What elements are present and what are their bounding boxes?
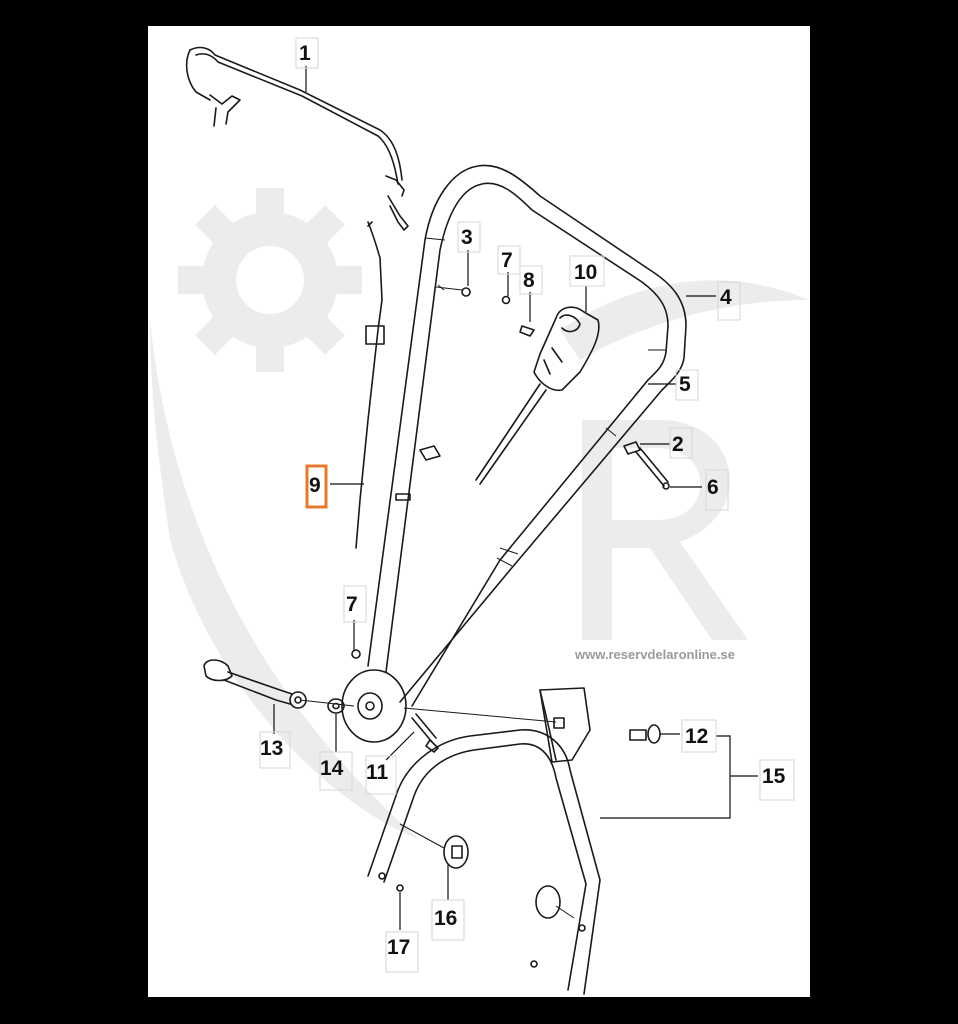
part-7-nut [501,295,511,305]
part-9-cable [355,221,385,549]
highlight-box-9 [305,464,328,509]
leader-lines [273,66,758,930]
watermark-logo: www.reservdelaronline.se [150,188,808,840]
part-7b-nut [351,649,361,659]
part-11-bolt [403,707,557,753]
label-17: 17 [387,936,410,959]
label-12: 12 [685,725,708,748]
part-1-cable [185,46,409,231]
label-9: 9 [309,474,321,497]
label-13: 13 [260,737,283,760]
label-11: 11 [366,761,389,784]
label-6: 6 [707,476,719,499]
part-4-handle [367,164,687,707]
part-labels: 1 3 7 8 10 4 5 2 6 9 7 13 14 11 12 15 16 [259,37,795,973]
label-16: 16 [434,907,457,930]
label-2: 2 [672,433,684,456]
label-1: 1 [299,42,311,65]
label-5: 5 [679,373,691,396]
part-17-nuts [396,884,538,968]
label-8: 8 [523,269,535,292]
part-8-clip [519,325,535,337]
label-14: 14 [320,757,344,780]
part-13-knob [203,659,307,709]
label-7-bottom: 7 [346,593,358,616]
hardware-small [351,286,670,659]
label-15: 15 [762,765,786,788]
part-10-lever [475,306,600,485]
part-2-clip [623,441,641,455]
part-6-bolt [635,447,669,487]
watermark-url: www.reservdelaronline.se [574,647,735,662]
part-12-bolt [629,724,661,744]
part-15-frame [367,687,601,995]
part-3-nut [461,287,471,297]
label-10: 10 [574,261,597,284]
part-16-washers [399,823,575,919]
label-3: 3 [461,226,473,249]
hub-disc [299,669,407,743]
label-4: 4 [720,286,732,309]
label-7-top: 7 [501,249,513,272]
